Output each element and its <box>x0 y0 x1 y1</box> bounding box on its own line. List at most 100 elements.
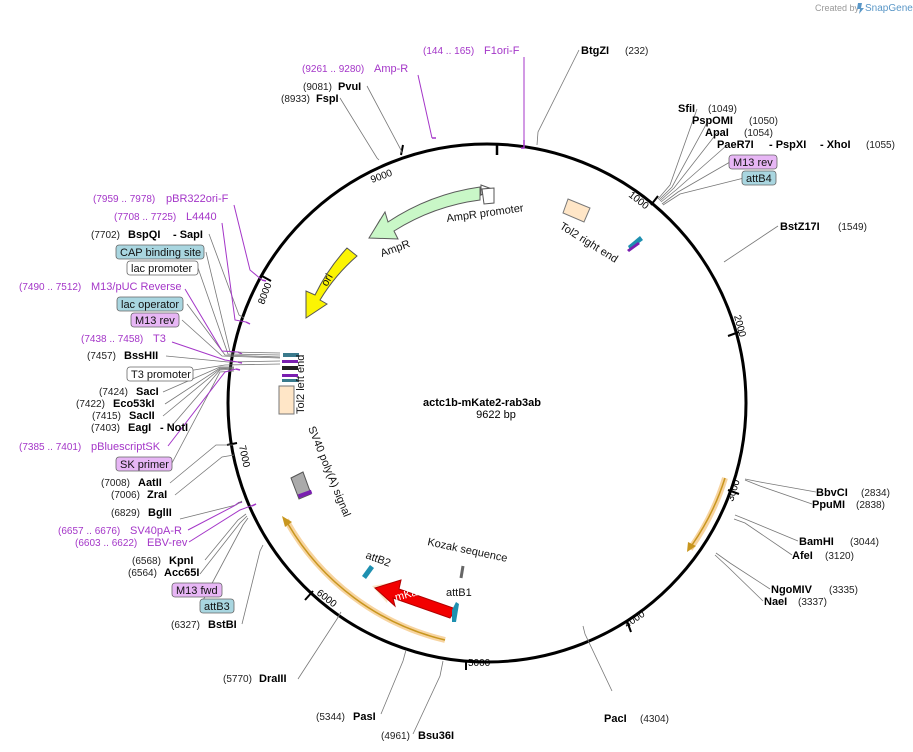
tick-1000-label: 1000 <box>626 190 651 213</box>
site-paer7i-name: PaeR7I <box>717 139 754 151</box>
site-eco53ki[interactable]: (7422) Eco53kI <box>76 398 155 410</box>
site-btgzi-pos: (232) <box>625 46 648 57</box>
site-ngomiv-pos: (3335) <box>829 585 858 596</box>
feature-pills: M13 rev attB4 CAP binding site lac promo… <box>115 154 778 614</box>
pill-sk-primer[interactable]: SK primer <box>115 456 173 472</box>
site-bstbi[interactable]: (6327) BstBI <box>171 619 237 631</box>
site-sfii[interactable]: SfiI (1049) <box>678 103 737 115</box>
site-bglii[interactable]: (6829) BglII <box>111 507 172 519</box>
site-xhoi-name: - XhoI <box>820 139 851 151</box>
site-kpni[interactable]: (6568) KpnI <box>132 555 193 567</box>
snapgene-logo-icon <box>857 3 864 14</box>
primer-f1ori-f-range: (144 .. 165) <box>423 46 474 57</box>
pill-attb3[interactable]: attB3 <box>199 598 235 614</box>
tick-2000-mark <box>727 331 740 337</box>
pill-lac-promoter[interactable]: lac promoter <box>126 260 199 276</box>
pill-cap-binding-site-label: CAP binding site <box>120 247 201 259</box>
site-sapi-name: - SapI <box>173 229 203 241</box>
pill-m13-rev-right-label: M13 rev <box>733 157 773 169</box>
site-apai-pos: (1054) <box>744 128 773 139</box>
attb1-feature[interactable]: attB1 <box>446 587 472 622</box>
site-pasi[interactable]: (5344) PasI <box>316 711 376 723</box>
pill-cap-binding-site[interactable]: CAP binding site <box>115 244 205 260</box>
site-ppumi[interactable]: PpuMI (2838) <box>812 499 885 511</box>
pill-t3-promoter-label: T3 promoter <box>131 369 191 381</box>
site-pasi-pos: (5344) <box>316 712 345 723</box>
site-kpni-name: KpnI <box>169 555 193 567</box>
pill-t3-promoter[interactable]: T3 promoter <box>126 366 194 382</box>
site-ngomiv[interactable]: NgoMIV (3335) <box>771 584 858 596</box>
orange-arc-3000 <box>687 477 728 552</box>
primer-ebv-rev-range: (6603 .. 6622) <box>75 538 137 549</box>
site-bstz17i[interactable]: BstZ17I (1549) <box>780 221 867 233</box>
site-bsshii[interactable]: (7457) BssHII <box>87 350 158 362</box>
backbone-circle <box>226 142 748 664</box>
site-bbvci-pos: (2834) <box>861 488 890 499</box>
site-saci[interactable]: (7424) SacI <box>99 386 159 398</box>
tick-8000-label: 8000 <box>256 281 274 306</box>
site-afei[interactable]: AfeI (3120) <box>792 550 854 562</box>
primer-f1ori-f-name: F1ori-F <box>484 45 520 57</box>
tick-4000-mark <box>626 620 632 633</box>
pill-m13-rev-left-label: M13 rev <box>135 315 175 327</box>
primer-amp-r[interactable]: (9261 .. 9280) Amp-R <box>302 63 408 75</box>
site-paci[interactable]: PacI (4304) <box>604 713 669 725</box>
site-paci-pos: (4304) <box>640 714 669 725</box>
site-pspomi[interactable]: PspOMI (1050) <box>692 115 778 127</box>
mkate2-feature[interactable]: mKate2 <box>372 579 457 619</box>
site-ppumi-name: PpuMI <box>812 499 845 511</box>
kozak-feature[interactable]: Kozak sequence <box>426 536 508 579</box>
site-aatii-pos: (7008) <box>101 478 130 489</box>
primer-f1ori-f[interactable]: (144 .. 165) F1ori-F <box>423 45 520 57</box>
primer-ebv-rev[interactable]: (6603 .. 6622) EBV-rev <box>75 537 188 549</box>
site-eagi[interactable]: (7403) EagI - NotI <box>91 422 188 434</box>
site-eco53ki-pos: (7422) <box>76 399 105 410</box>
site-acc65i[interactable]: (6564) Acc65I <box>128 567 199 579</box>
credit-prefix: Created by <box>815 3 860 13</box>
site-bbvci[interactable]: BbvCI (2834) <box>816 487 890 499</box>
primer-sv40pa-r[interactable]: (6657 .. 6676) SV40pA-R <box>58 525 182 537</box>
primer-t3[interactable]: (7438 .. 7458) T3 <box>81 333 166 345</box>
pill-m13-rev-right[interactable]: M13 rev <box>728 154 778 170</box>
site-bsu36i[interactable]: (4961) Bsu36I <box>381 730 454 742</box>
site-aatii-name: AatII <box>138 477 162 489</box>
primer-pbr322ori-f[interactable]: (7959 .. 7978) pBR322ori-F <box>93 193 229 205</box>
site-zrai-name: ZraI <box>147 489 167 501</box>
ori-feature[interactable]: ori <box>305 247 358 319</box>
ampr-feature[interactable]: AmpR <box>368 186 481 260</box>
site-pvui[interactable]: (9081) PvuI <box>303 81 361 93</box>
sv40-polya-feature[interactable]: SV40 poly(A) signal <box>290 425 353 519</box>
site-fspi[interactable]: (8933) FspI <box>281 93 339 105</box>
site-naei[interactable]: NaeI (3337) <box>764 596 827 608</box>
primer-m13-puc-reverse[interactable]: (7490 .. 7512) M13/pUC Reverse <box>19 281 181 293</box>
primer-pbluescriptsk[interactable]: (7385 .. 7401) pBluescriptSK <box>19 441 161 453</box>
site-sacii[interactable]: (7415) SacII <box>92 410 155 422</box>
tol2-left-end-feature[interactable]: Tol2 left end <box>278 353 307 415</box>
primer-l4440[interactable]: (7708 .. 7725) L4440 <box>114 211 217 223</box>
tol2-left-box <box>278 385 295 415</box>
attb2-feature[interactable]: attB2 <box>362 550 392 579</box>
site-bspqi[interactable]: (7702) BspQI - SapI <box>91 229 203 241</box>
site-aatii[interactable]: (7008) AatII <box>101 477 162 489</box>
pill-lac-operator[interactable]: lac operator <box>116 296 184 312</box>
pill-sk-primer-label: SK primer <box>120 459 169 471</box>
primer-sv40pa-r-name: SV40pA-R <box>130 525 182 537</box>
site-btgzi[interactable]: BtgZI (232) <box>581 45 648 57</box>
ampr-label: AmpR <box>379 238 412 260</box>
tol2-right-end-feature[interactable]: Tol2 right end <box>557 198 643 266</box>
pill-attb4[interactable]: attB4 <box>741 170 777 186</box>
site-fspi-pos: (8933) <box>281 94 310 105</box>
primer-leaders <box>167 57 525 543</box>
site-apai[interactable]: ApaI (1054) <box>705 127 773 139</box>
site-eco53ki-name: Eco53kI <box>113 398 155 410</box>
site-bbvci-name: BbvCI <box>816 487 848 499</box>
site-paer7i[interactable]: PaeR7I - PspXI - XhoI (1055) <box>717 139 895 151</box>
site-zrai[interactable]: (7006) ZraI <box>111 489 167 501</box>
site-bstbi-name: BstBI <box>208 619 237 631</box>
pill-m13-fwd[interactable]: M13 fwd <box>171 582 223 598</box>
site-bglii-name: BglII <box>148 507 172 519</box>
site-bamhi[interactable]: BamHI (3044) <box>799 536 879 548</box>
site-draiii[interactable]: (5770) DraIII <box>223 673 287 685</box>
pill-m13-rev-left[interactable]: M13 rev <box>130 312 180 328</box>
site-saci-name: SacI <box>136 386 159 398</box>
